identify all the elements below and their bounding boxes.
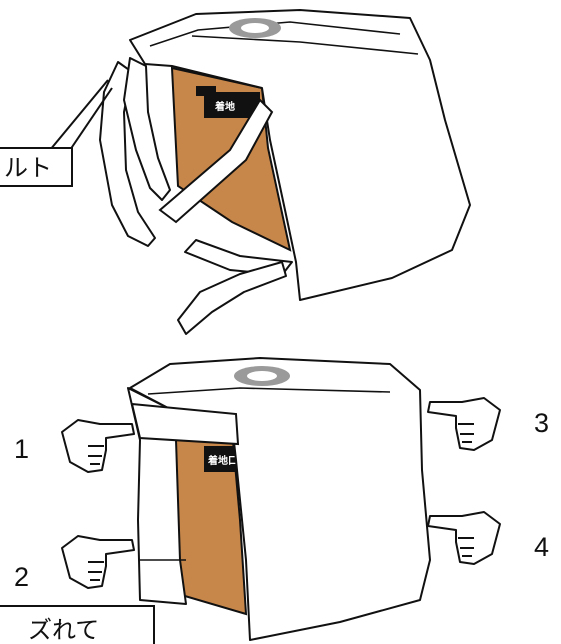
belt-callout-text: ルト <box>4 154 52 182</box>
marker-2: 2 <box>14 562 29 592</box>
box-label-top-text: 着地 <box>214 100 235 113</box>
pointing-hand-2 <box>62 536 134 588</box>
belt-callout: ルト <box>0 80 112 186</box>
bottom-callout: ズれて <box>0 606 154 644</box>
pointing-hand-4 <box>428 512 500 564</box>
pointing-hand-1 <box>62 420 134 472</box>
marker-3: 3 <box>534 408 549 438</box>
marker-4: 4 <box>534 532 549 562</box>
bottom-callout-text: ズれて <box>28 616 99 644</box>
marker-1: 1 <box>14 434 29 464</box>
pointing-hand-3 <box>428 398 500 450</box>
box-label-bottom-text: 着地口 <box>207 454 238 467</box>
bottom-illustration: 着地口 1 2 3 4 <box>0 358 549 644</box>
top-illustration: 着地 ルト <box>0 10 470 334</box>
